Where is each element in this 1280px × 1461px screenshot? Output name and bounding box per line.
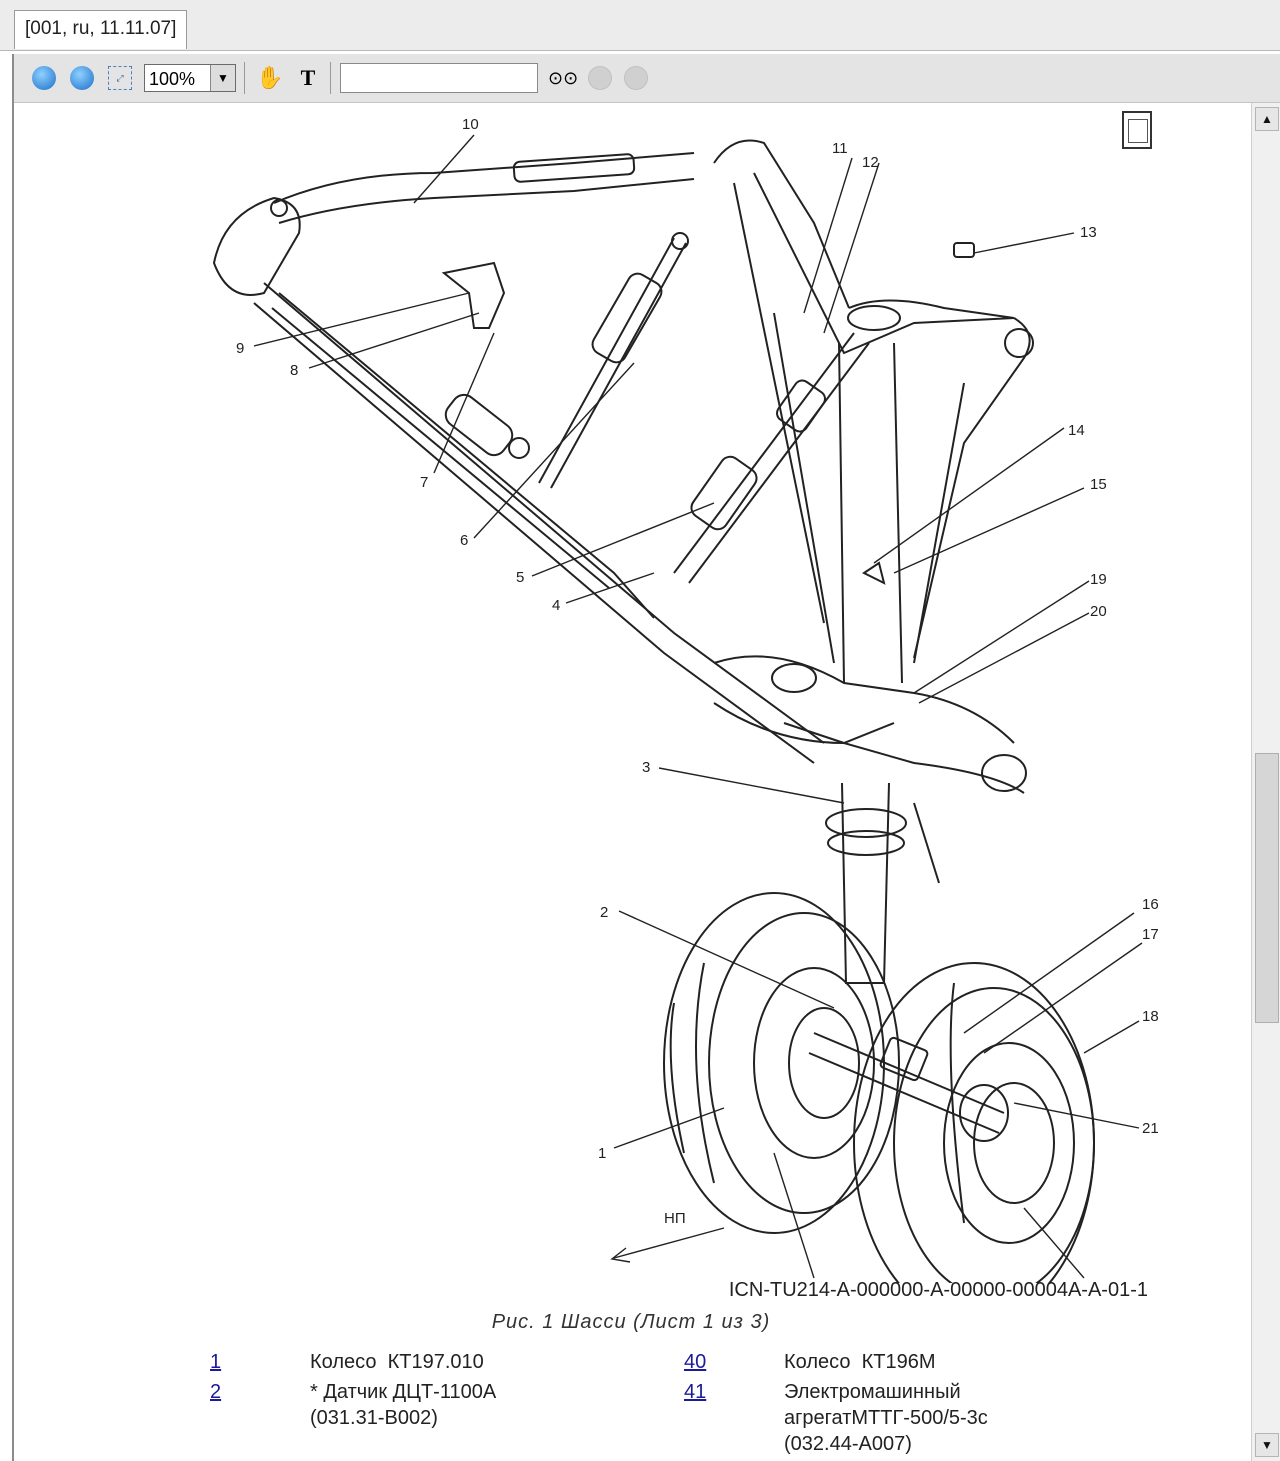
chevron-down-icon[interactable]: ▼ xyxy=(210,65,235,91)
callout-2[interactable]: 2 xyxy=(600,904,608,921)
document-page: 10 11 12 13 9 8 7 6 5 4 14 15 19 20 3 2 … xyxy=(14,103,1248,1461)
legend-text: Электромашинный агрегатМТТГ-500/5-3с (03… xyxy=(784,1381,988,1455)
legend-link-41[interactable]: 41 xyxy=(684,1381,707,1403)
scroll-down-icon[interactable]: ▼ xyxy=(1255,1433,1279,1457)
page-icon[interactable] xyxy=(1122,111,1152,149)
legend-text: Колесо КТ197.010 xyxy=(310,1351,484,1373)
callout-20[interactable]: 20 xyxy=(1090,603,1107,620)
callout-11[interactable]: 11 xyxy=(832,140,848,157)
viewer-frame: ⤢ 100% ▼ ✋ T ⊙⊙ xyxy=(12,54,1280,1461)
zoom-select[interactable]: 100% ▼ xyxy=(144,64,236,92)
callout-12[interactable]: 12 xyxy=(862,154,879,171)
toolbar-separator xyxy=(330,62,331,94)
toolbar-separator xyxy=(244,62,245,94)
direction-label: НП xyxy=(664,1210,686,1227)
zoom-value: 100% xyxy=(149,69,196,89)
document-tab[interactable]: [001, ru, 11.11.07] xyxy=(14,10,188,49)
viewer-toolbar: ⤢ 100% ▼ ✋ T ⊙⊙ xyxy=(14,54,1280,103)
callout-4[interactable]: 4 xyxy=(552,597,560,614)
legend-text: Колесо КТ196М xyxy=(784,1351,936,1373)
callout-19[interactable]: 19 xyxy=(1090,571,1107,588)
figure-icn: ICN-TU214-A-000000-A-00000-00004A-A-01-1 xyxy=(728,1279,1148,1301)
callout-13[interactable]: 13 xyxy=(1080,224,1097,241)
landing-gear-illustration: 10 11 12 13 9 8 7 6 5 4 14 15 19 20 3 2 … xyxy=(212,116,1159,1283)
callout-9[interactable]: 9 xyxy=(236,340,244,357)
legend-item: 40 xyxy=(684,1349,706,1375)
legend-item: 2 xyxy=(210,1379,221,1405)
next-match-icon[interactable] xyxy=(624,66,648,90)
binoculars-icon[interactable]: ⊙⊙ xyxy=(548,68,579,88)
search-input[interactable] xyxy=(340,63,538,93)
callout-15[interactable]: 15 xyxy=(1090,476,1107,493)
legend-link-2[interactable]: 2 xyxy=(210,1381,222,1403)
callout-7[interactable]: 7 xyxy=(420,474,428,491)
callout-1[interactable]: 1 xyxy=(598,1145,606,1162)
scroll-thumb[interactable] xyxy=(1255,753,1279,1023)
tab-bar: [001, ru, 11.11.07] xyxy=(0,0,1280,51)
legend-link-1[interactable]: 1 xyxy=(210,1351,222,1373)
callout-6[interactable]: 6 xyxy=(460,532,468,549)
nav-back-icon[interactable] xyxy=(32,66,56,90)
legend-item: 41 xyxy=(684,1379,706,1405)
legend-link-40[interactable]: 40 xyxy=(684,1351,707,1373)
legend-text: * Датчик ДЦТ-1100А (031.31-В002) xyxy=(310,1381,497,1429)
callout-14[interactable]: 14 xyxy=(1068,422,1085,439)
callout-8[interactable]: 8 xyxy=(290,362,298,379)
legend-item: 1 xyxy=(210,1349,221,1375)
nav-forward-icon[interactable] xyxy=(70,66,94,90)
prev-match-icon[interactable] xyxy=(588,66,612,90)
callout-3[interactable]: 3 xyxy=(642,759,650,776)
vertical-scrollbar[interactable]: ▲ ▼ xyxy=(1251,103,1280,1461)
callout-17[interactable]: 17 xyxy=(1142,926,1159,943)
fit-page-icon[interactable]: ⤢ xyxy=(108,66,132,90)
callout-10[interactable]: 10 xyxy=(462,116,479,133)
text-select-icon[interactable]: T xyxy=(300,65,316,90)
hand-tool-icon[interactable]: ✋ xyxy=(256,65,284,90)
callout-18[interactable]: 18 xyxy=(1142,1008,1159,1025)
callout-21[interactable]: 21 xyxy=(1142,1120,1159,1137)
figure-caption: Рис. 1 Шасси (Лист 1 из 3) xyxy=(491,1311,771,1333)
callout-16[interactable]: 16 xyxy=(1142,896,1159,913)
callout-5[interactable]: 5 xyxy=(516,569,524,586)
scroll-up-icon[interactable]: ▲ xyxy=(1255,107,1279,131)
